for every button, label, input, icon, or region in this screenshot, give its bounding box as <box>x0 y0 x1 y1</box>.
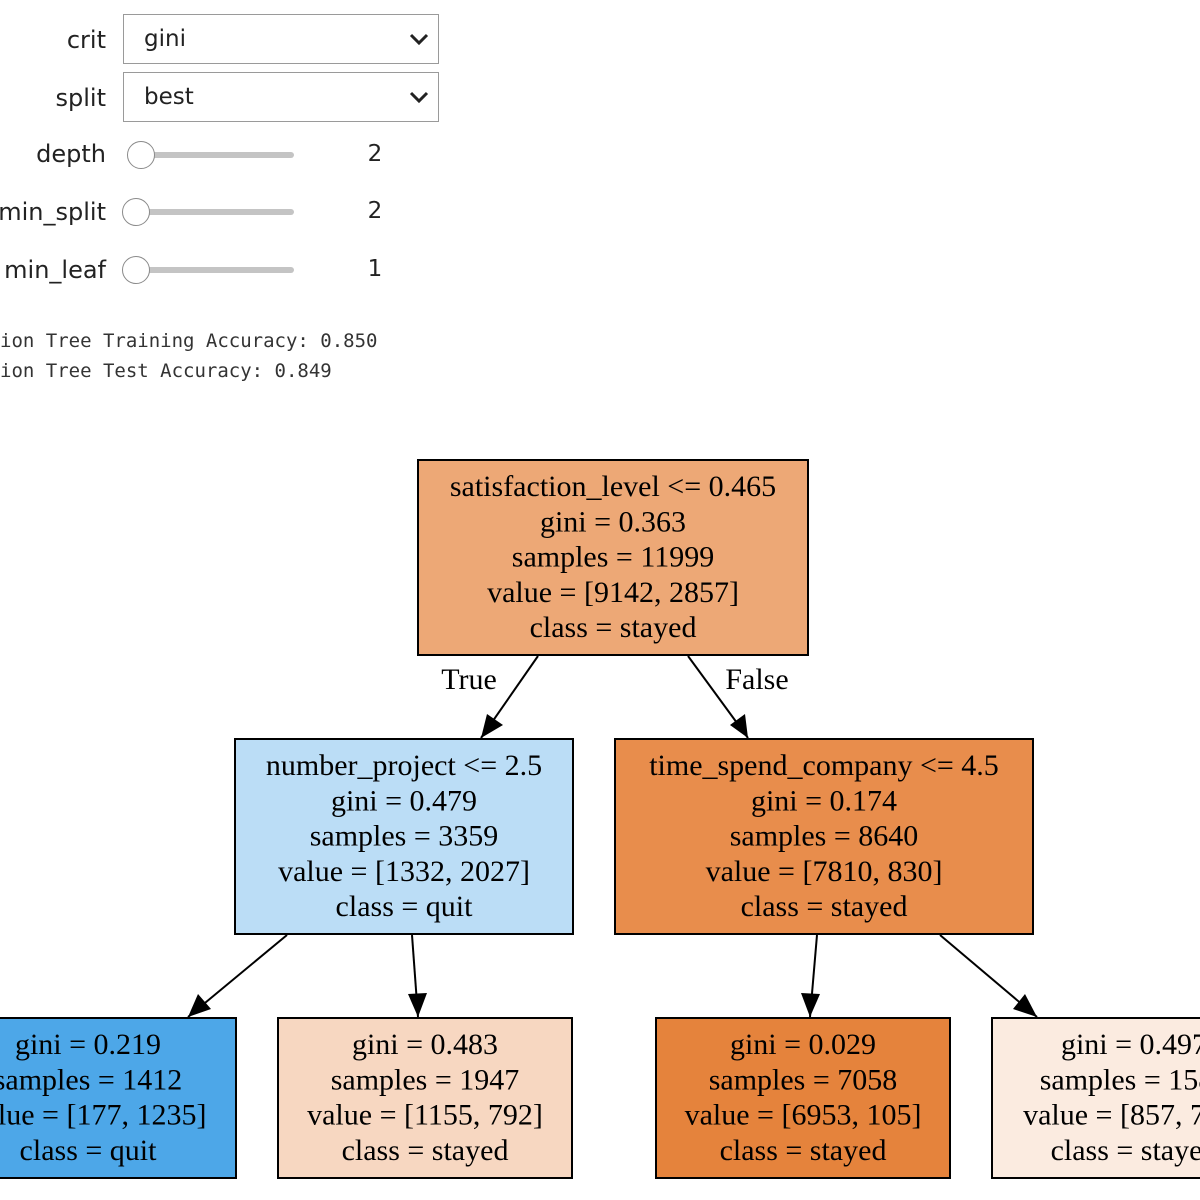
node-box <box>234 738 574 935</box>
min-split-value: 2 <box>367 198 383 224</box>
node-text-line: value = [1332, 2027] <box>278 855 530 888</box>
node-text-line: class = stayed <box>342 1134 509 1167</box>
arrowhead-icon <box>408 993 427 1017</box>
split-select-value: best <box>144 84 194 110</box>
arrowhead-icon <box>801 993 820 1017</box>
split-select[interactable]: best <box>123 72 439 122</box>
node-text-line: gini = 0.219 <box>15 1028 161 1061</box>
node-text-line: samples = 3359 <box>310 820 499 853</box>
edge-left-leaf1 <box>187 934 288 1018</box>
crit-select-value: gini <box>144 26 186 52</box>
arrowhead-icon <box>481 714 503 738</box>
node-text-line: value = [7810, 830] <box>706 855 943 888</box>
tree-edges: True False <box>187 655 1038 1018</box>
arrowhead-icon <box>1013 994 1037 1017</box>
edge-left-leaf2 <box>411 934 419 1018</box>
min-leaf-value: 1 <box>367 256 383 282</box>
node-box <box>0 1017 237 1179</box>
node-text-line: gini = 0.479 <box>331 784 477 817</box>
training-accuracy-output: ion Tree Training Accuracy: 0.850 <box>0 330 378 352</box>
min-leaf-slider-handle[interactable] <box>122 256 150 284</box>
min-split-slider-handle[interactable] <box>122 198 150 226</box>
node-text-line: gini = 0.174 <box>751 784 897 817</box>
node-text-line: class = stayed <box>1051 1134 1200 1167</box>
edge-root-left <box>480 655 539 739</box>
node-text-line: class = stayed <box>720 1134 887 1167</box>
edge-root-right <box>687 655 749 739</box>
node-text-line: value = [1155, 792] <box>307 1099 543 1132</box>
split-label: split <box>55 84 106 112</box>
depth-slider-handle[interactable] <box>127 141 155 169</box>
min-split-slider-track[interactable] <box>134 209 294 215</box>
depth-slider-track[interactable] <box>134 152 294 158</box>
node-text-line: number_project <= 2.5 <box>266 749 542 782</box>
node-text-line: satisfaction_level <= 0.465 <box>450 470 776 503</box>
node-text-line: gini = 0.497 <box>1061 1028 1200 1061</box>
arrowhead-icon <box>188 994 211 1017</box>
node-text-line: class = quit <box>20 1134 158 1167</box>
node-text-line: samples = 8640 <box>730 820 919 853</box>
edge-label-false: False <box>725 663 788 696</box>
node-text-line: samples = 1582 <box>1040 1063 1200 1096</box>
node-text-line: value = [6953, 105] <box>685 1099 922 1132</box>
edge-label-true: True <box>441 663 497 696</box>
node-text-line: class = stayed <box>741 890 908 923</box>
node-text-line: value = [9142, 2857] <box>487 576 739 609</box>
node-text-line: class = quit <box>336 890 474 923</box>
node-box <box>991 1017 1200 1179</box>
depth-value: 2 <box>367 141 383 167</box>
chevron-down-icon <box>409 33 429 46</box>
depth-label: depth <box>36 140 106 168</box>
node-text-line: gini = 0.483 <box>352 1028 498 1061</box>
node-text-line: samples = 1947 <box>331 1063 520 1096</box>
node-text-line: samples = 1412 <box>0 1063 182 1096</box>
test-accuracy-output: ion Tree Test Accuracy: 0.849 <box>0 360 332 382</box>
node-box <box>277 1017 573 1179</box>
crit-label: crit <box>66 26 106 54</box>
node-text-line: time_spend_company <= 4.5 <box>649 749 999 782</box>
node-text-line: samples = 11999 <box>512 541 714 574</box>
node-box <box>417 459 809 656</box>
min-split-label: min_split <box>0 198 106 226</box>
min-leaf-label: min_leaf <box>4 256 106 284</box>
node-box <box>655 1017 951 1179</box>
node-box <box>614 738 1034 935</box>
crit-select[interactable]: gini <box>123 14 439 64</box>
node-text-line: value = [857, 725] <box>1023 1099 1200 1132</box>
node-text-line: gini = 0.029 <box>730 1028 876 1061</box>
arrowhead-icon <box>730 714 748 738</box>
chevron-down-icon <box>409 91 429 104</box>
node-text-line: value = [177, 1235] <box>0 1099 206 1132</box>
edge-right-leaf4 <box>939 934 1038 1018</box>
node-text-line: gini = 0.363 <box>540 505 686 538</box>
node-text-line: samples = 7058 <box>709 1063 898 1096</box>
node-text-line: class = stayed <box>530 611 697 644</box>
edge-right-leaf3 <box>809 934 818 1018</box>
min-leaf-slider-track[interactable] <box>134 267 294 273</box>
